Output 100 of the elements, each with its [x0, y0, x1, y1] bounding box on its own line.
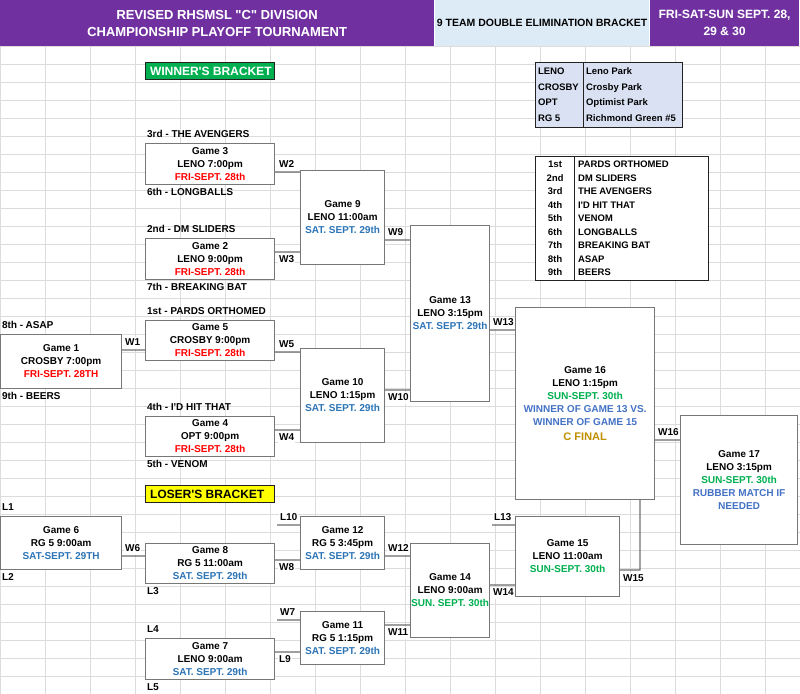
park-code: CROSBY	[538, 82, 579, 94]
game-box	[410, 543, 490, 638]
team-name: BEERS	[578, 267, 611, 279]
bracket-line	[275, 351, 300, 353]
game-date: SAT. SEPT. 29th	[172, 666, 248, 678]
team-name: VENOM	[578, 213, 613, 225]
game-date: SAT. SEPT. 29th	[412, 320, 488, 333]
game-time: CROSBY 9:00pm	[170, 334, 250, 347]
team-seed-label: 1st - PARDS ORTHOMED	[147, 306, 266, 318]
game-number: Game 7	[192, 640, 228, 652]
team-seed-label: 9th - BEERS	[2, 391, 60, 403]
game-date: SUN-SEPT. 30th	[530, 563, 606, 576]
game-number: Game 4	[192, 417, 228, 430]
game-box	[145, 238, 275, 280]
game-date: FRI-SEPT. 28th	[174, 170, 246, 184]
seed-rank: 6th	[546, 226, 564, 238]
bracket-type-banner: 9 TEAM DOUBLE ELIMINATION BRACKET	[435, 0, 650, 46]
team-name: I'D HIT THAT	[578, 200, 635, 212]
edge-label: W11	[387, 627, 410, 639]
game-time: LENO 1:15pm	[310, 389, 376, 402]
game-date: SUN-SEPT. 30th	[547, 390, 623, 402]
seed-rank: 8th	[546, 254, 564, 266]
game-time: LENO 7:00pm	[177, 158, 243, 170]
game-box	[0, 334, 122, 389]
bracket-line	[122, 555, 145, 557]
team-name: THE AVENGERS	[578, 186, 652, 198]
game-number: Game 8	[192, 544, 228, 557]
game-number: Game 1	[42, 342, 80, 355]
park-name: Leno Park	[586, 66, 632, 78]
park-code: LENO	[538, 66, 564, 78]
team-seed-label: 6th - LONGBALLS	[147, 187, 234, 199]
bracket-line	[620, 500, 641, 571]
final-label: C FINAL	[563, 430, 607, 444]
game-time: RG 5 1:15pm	[312, 632, 374, 644]
game-box	[300, 170, 385, 265]
game-box	[300, 348, 385, 443]
team-name: ASAP	[578, 254, 604, 266]
park-code: RG 5	[538, 112, 560, 124]
edge-label: W13	[492, 317, 515, 329]
seed-rank: 2nd	[546, 172, 564, 184]
game-time: LENO 9:00am	[417, 584, 483, 597]
bracket-line	[277, 619, 300, 621]
game-date: SUN-SEPT. 30th	[701, 474, 777, 486]
bracket-line	[492, 524, 515, 526]
team-seed-label: 8th - ASAP	[2, 320, 54, 332]
team-name: BREAKING BAT	[578, 240, 650, 252]
game-number: Game 9	[324, 198, 361, 211]
game-number: Game 6	[42, 524, 80, 536]
edge-label: W6	[124, 543, 141, 555]
game-date: SUN. SEPT. 30th	[411, 597, 489, 610]
team-seed-label: 7th - BREAKING BAT	[147, 282, 247, 294]
bracket-line	[275, 429, 300, 431]
game-date: SAT. SEPT. 29th	[305, 402, 380, 415]
game-date: FRI-SEPT. 28th	[174, 443, 246, 456]
seed-rank: 5th	[546, 213, 564, 225]
park-name: Crosby Park	[586, 82, 642, 94]
game-box	[145, 543, 275, 584]
park-code: OPT	[538, 97, 558, 109]
game-box	[680, 415, 798, 545]
park-name: Optimist Park	[586, 97, 648, 109]
section-banner: WINNER'S BRACKET	[145, 62, 275, 80]
game-number: Game 11	[322, 618, 364, 632]
seed-rank: 3rd	[546, 186, 564, 198]
bracket-line	[275, 559, 300, 561]
game-number: Game 5	[192, 321, 228, 334]
team-name: DM SLIDERS	[578, 172, 637, 184]
edge-label: W12	[387, 543, 410, 555]
game-time: LENO 1:15pm	[552, 376, 618, 390]
game-box	[515, 516, 620, 597]
game-box	[145, 416, 275, 457]
bracket-line	[490, 329, 515, 331]
team-name: LONGBALLS	[578, 226, 638, 238]
game-number: Game 13	[429, 294, 471, 307]
game-time: RG 5 11:00am	[177, 557, 243, 570]
game-number: Game 12	[322, 524, 364, 536]
game-number: Game 10	[322, 376, 364, 389]
slot-label: L2	[2, 572, 14, 584]
game-time: RG 5 9:00am	[30, 536, 92, 550]
bracket-line	[385, 555, 410, 557]
bracket-line	[122, 349, 145, 351]
slot-label: L4	[147, 624, 159, 636]
seed-rank: 7th	[546, 240, 564, 252]
bracket-line	[385, 239, 410, 241]
game-date: FRI-SEPT. 28th	[174, 347, 246, 360]
seed-rank: 4th	[546, 200, 564, 212]
edge-label: W16	[657, 427, 680, 439]
game-time: LENO 3:15pm	[417, 307, 483, 320]
edge-label: W3	[278, 254, 295, 266]
bracket-line	[490, 584, 515, 586]
team-seed-label: 2nd - DM SLIDERS	[147, 224, 236, 236]
game-box	[300, 611, 385, 665]
slot-label: L5	[147, 682, 159, 694]
dates-banner: FRI-SAT-SUN SEPT. 28, 29 & 30	[650, 0, 800, 46]
team-seed-label: 5th - VENOM	[147, 459, 208, 471]
game-time: LENO 11:00am	[532, 550, 603, 563]
game-box	[515, 307, 655, 500]
game-box	[300, 516, 385, 570]
bracket-line	[385, 389, 410, 391]
game-number: Game 15	[546, 537, 588, 550]
game-time: LENO 9:00pm	[177, 252, 243, 266]
